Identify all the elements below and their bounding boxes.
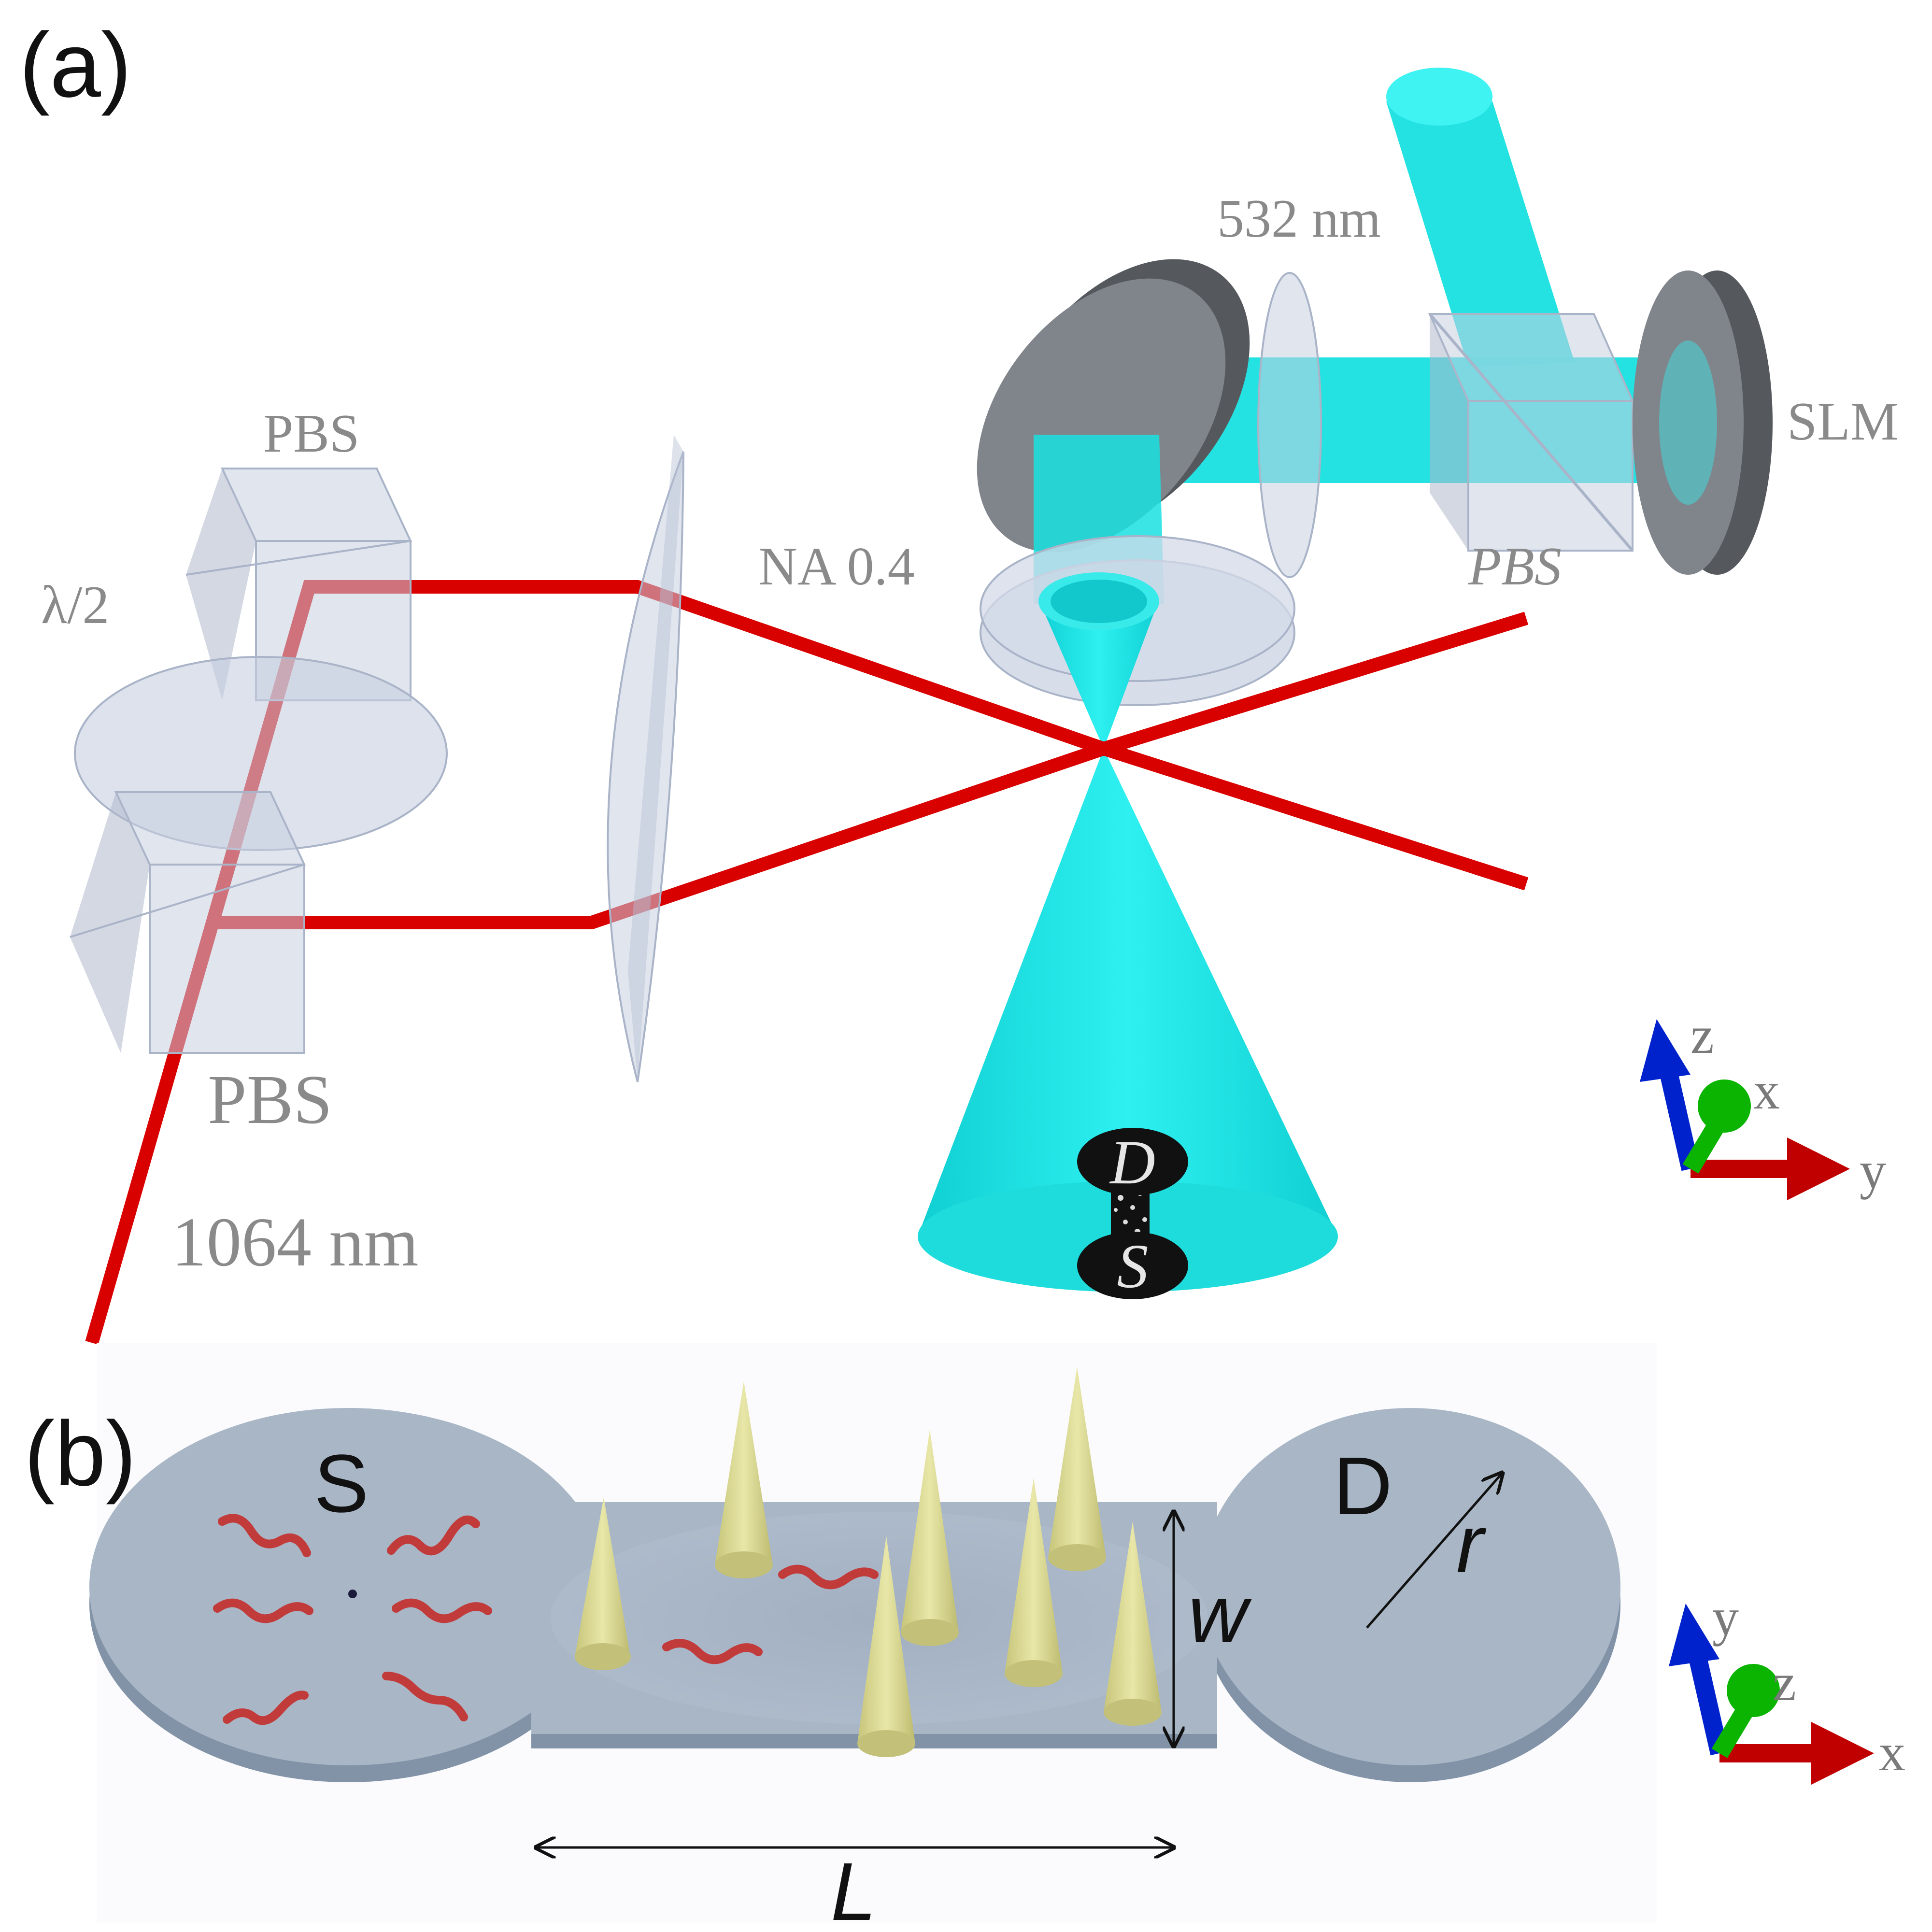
length-label: L <box>831 1846 877 1932</box>
cone-obstacles <box>575 1367 1162 1757</box>
pbs-right-label: PBS <box>1468 537 1562 597</box>
panel-a-label: (a) <box>19 14 131 116</box>
slm-label: SLM <box>1787 392 1898 452</box>
focusing-cone <box>1038 572 1159 749</box>
ir-lens <box>607 435 684 1082</box>
cone-obstacle <box>575 1497 631 1670</box>
green-path-lens <box>1257 272 1322 578</box>
cone-obstacle <box>1104 1521 1162 1726</box>
trap-pattern: D S <box>1077 1128 1188 1301</box>
axis-b-up: y <box>1712 1588 1739 1647</box>
wavelength-green-label: 532 nm <box>1217 189 1381 249</box>
panel-b-label: (b) <box>24 1403 136 1505</box>
pbs-top-left-label: PBS <box>263 404 359 464</box>
half-wave-plate-label: λ/2 <box>41 575 109 635</box>
objective-na-label: NA 0.4 <box>758 537 915 597</box>
active-particles <box>213 1514 879 1725</box>
axes-gizmo-a: z x y <box>1640 1006 1886 1200</box>
cone-obstacle <box>1048 1367 1106 1571</box>
pbs-cube-bottom-left <box>70 791 306 1054</box>
axes-gizmo-b: y z x <box>1669 1588 1905 1785</box>
axis-b-right: x <box>1879 1723 1905 1782</box>
center-dot <box>348 1590 357 1598</box>
radius-arrow <box>1366 1473 1502 1629</box>
cone-obstacle <box>1005 1478 1063 1687</box>
wavelength-ir-label: 1064 nm <box>171 1204 419 1281</box>
source-marker: S <box>1117 1232 1149 1301</box>
axis-a-right: y <box>1860 1141 1886 1200</box>
panel-b: (b) <box>24 1343 1905 1932</box>
cone-obstacle <box>857 1536 915 1757</box>
slm-device <box>1633 270 1773 575</box>
pbs-bottom-left-label: PBS <box>208 1061 332 1138</box>
panel-a: (a) <box>19 14 1898 1345</box>
pbs-cube-right <box>1428 313 1634 552</box>
cone-obstacle <box>901 1430 959 1646</box>
width-label: w <box>1188 1568 1252 1660</box>
green-input-beam <box>1386 68 1575 367</box>
axis-b-diagonal: z <box>1773 1653 1796 1712</box>
cone-obstacle <box>715 1381 773 1578</box>
drain-region-label: D <box>1333 1440 1392 1532</box>
axis-a-diagonal: x <box>1753 1061 1780 1120</box>
axis-a-up: z <box>1690 1006 1714 1065</box>
radius-label: r <box>1456 1498 1487 1590</box>
source-region-label: S <box>314 1438 369 1530</box>
drain-marker: D <box>1109 1128 1155 1197</box>
